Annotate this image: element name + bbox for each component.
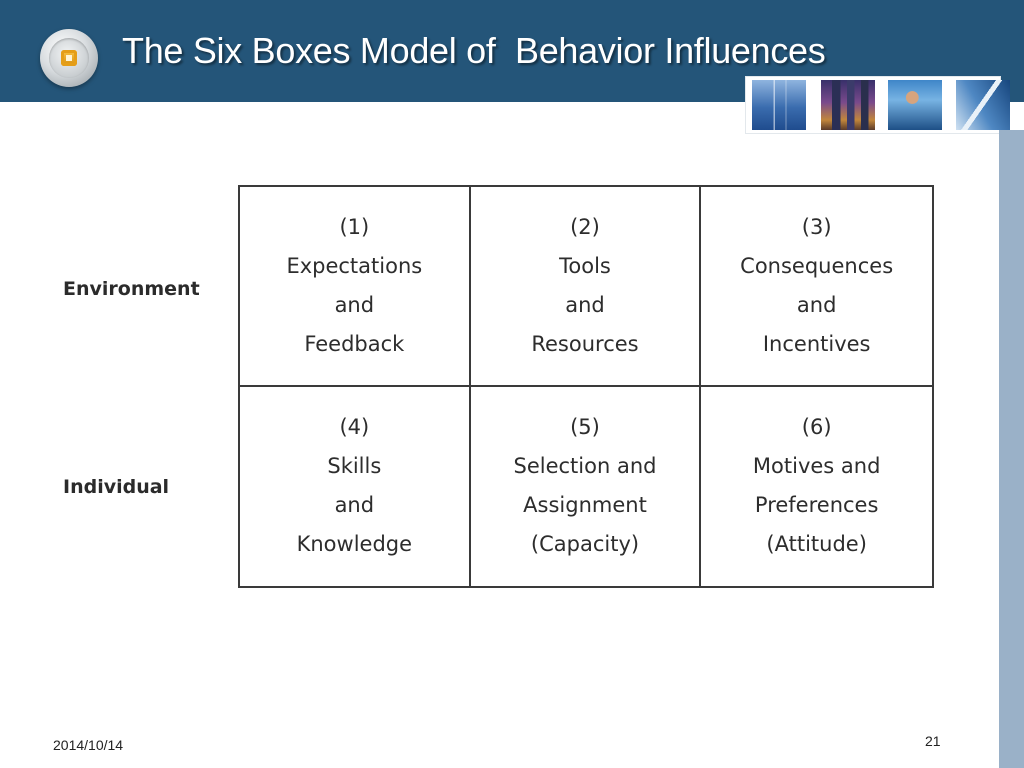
box-text: Assignment bbox=[523, 493, 647, 518]
header-photo-strip bbox=[745, 76, 1010, 134]
row-label-environment: Environment bbox=[63, 278, 200, 300]
slide-title: The Six Boxes Model of Behavior Influenc… bbox=[122, 30, 826, 71]
box-3-consequences-incentives: (3) Consequences and Incentives bbox=[701, 187, 932, 387]
box-number: (4) bbox=[339, 415, 370, 440]
box-2-tools-resources: (2) Tools and Resources bbox=[470, 187, 702, 387]
city-night-photo bbox=[821, 80, 875, 130]
box-text: Tools bbox=[559, 253, 611, 278]
box-text: Motives and bbox=[752, 454, 881, 479]
box-text: and bbox=[796, 292, 837, 317]
right-side-bar bbox=[999, 130, 1024, 768]
slide-date: 2014/10/14 bbox=[53, 737, 124, 753]
box-4-skills-knowledge: (4) Skills and Knowledge bbox=[240, 386, 471, 586]
box-text: and bbox=[565, 292, 605, 317]
box-number: (1) bbox=[339, 214, 370, 239]
box-text: Preferences bbox=[754, 493, 879, 518]
box-text: Skills bbox=[327, 454, 382, 479]
box-text: (Attitude) bbox=[766, 532, 867, 557]
box-text: and bbox=[334, 292, 375, 317]
box-number: (6) bbox=[801, 415, 832, 440]
box-1-expectations-feedback: (1) Expectations and Feedback bbox=[240, 187, 471, 387]
six-boxes-grid: (1) Expectations and Feedback (2) Tools … bbox=[238, 185, 934, 588]
phone-call-photo bbox=[888, 80, 942, 130]
box-text: Consequences bbox=[740, 253, 894, 278]
slide-page-number: 21 bbox=[925, 733, 941, 749]
row-label-individual: Individual bbox=[63, 476, 170, 498]
box-text: Resources bbox=[531, 331, 639, 356]
box-text: Incentives bbox=[762, 331, 871, 356]
box-6-motives-preferences: (6) Motives and Preferences (Attitude) bbox=[701, 387, 932, 587]
box-number: (5) bbox=[570, 415, 600, 440]
office-building-photo bbox=[752, 80, 806, 130]
box-number: (3) bbox=[801, 214, 832, 239]
box-5-selection-assignment: (5) Selection and Assignment (Capacity) bbox=[471, 386, 702, 586]
box-text: Knowledge bbox=[296, 532, 413, 557]
slide-header: The Six Boxes Model of Behavior Influenc… bbox=[0, 0, 1024, 102]
box-text: Expectations bbox=[286, 253, 423, 278]
logo-icon bbox=[40, 29, 98, 87]
box-text: Feedback bbox=[304, 331, 405, 356]
box-number: (2) bbox=[570, 214, 600, 239]
box-text: Selection and bbox=[513, 454, 657, 479]
skyscraper-photo bbox=[956, 80, 1010, 130]
box-text: (Capacity) bbox=[530, 532, 640, 557]
box-text: and bbox=[334, 493, 375, 518]
